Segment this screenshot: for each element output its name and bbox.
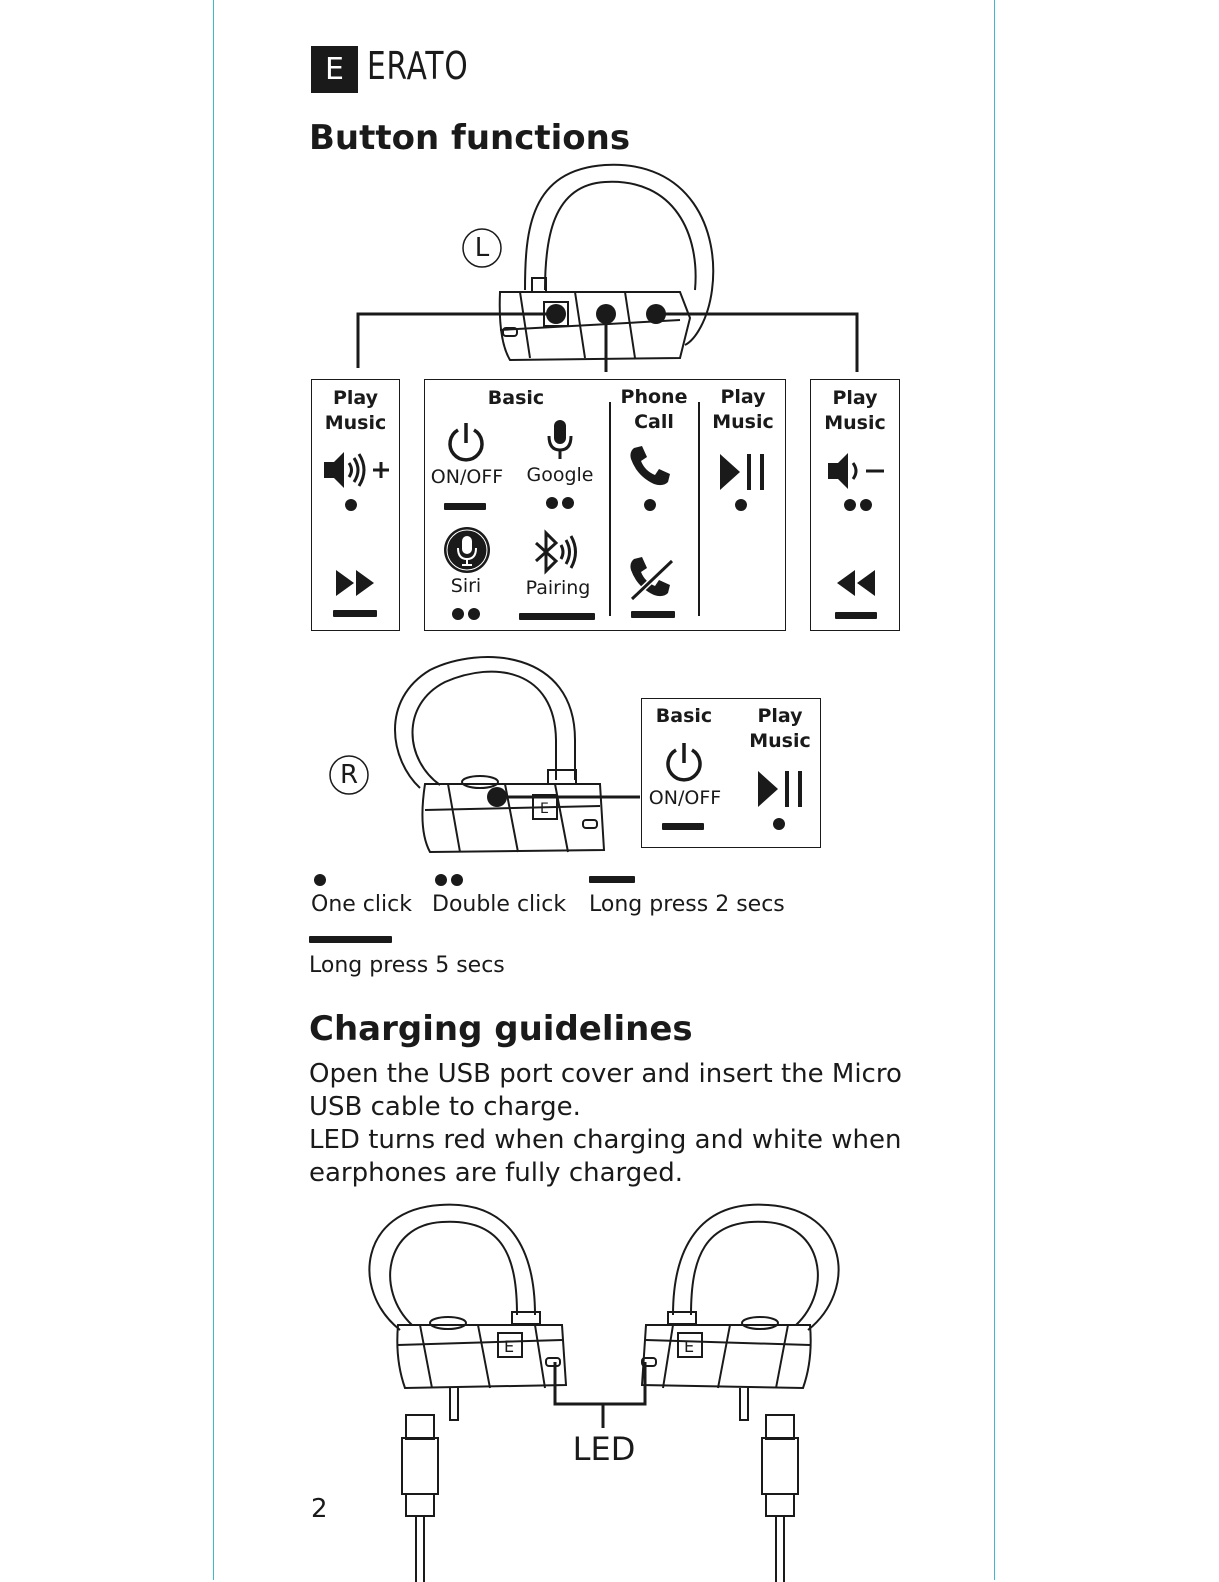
legend-one-click-dot	[314, 874, 326, 886]
long-press-bar	[631, 611, 675, 618]
r-play-music-title: Play Music	[749, 705, 811, 752]
rewind-icon	[837, 570, 875, 596]
pairing-label: Pairing	[525, 577, 591, 599]
legend-long-press-5-bar	[309, 936, 392, 943]
one-click-dot	[644, 499, 656, 511]
power-icon	[448, 423, 484, 462]
r-on-off-label: ON/OFF	[648, 787, 722, 809]
left-button-box	[311, 379, 400, 631]
legend-double-click-dot	[435, 874, 447, 886]
svg-text:E: E	[540, 801, 549, 817]
phone-call-title: Phone Call	[620, 386, 688, 433]
logo-letter: E	[325, 52, 344, 87]
legend-one-click: One click	[311, 892, 412, 917]
volume-down-icon	[828, 453, 884, 489]
double-click-dot	[546, 497, 558, 509]
charging-paragraph-2: LED turns red when charging and white wh…	[309, 1125, 902, 1188]
legend-double-click-dot	[451, 874, 463, 886]
fast-forward-icon	[336, 570, 374, 596]
one-click-dot	[773, 818, 785, 830]
button-functions-heading: Button functions	[309, 118, 631, 158]
logo-wordmark: ERATO	[367, 44, 469, 88]
charging-text: Open the USB port cover and insert the M…	[309, 1058, 949, 1190]
r-basic-title: Basic	[655, 705, 713, 727]
center-button-box	[424, 379, 786, 631]
right-side-label: R	[339, 760, 359, 790]
play-pause-icon	[758, 771, 802, 807]
charging-paragraph-1: Open the USB port cover and insert the M…	[309, 1059, 902, 1122]
left-side-label: L	[474, 233, 490, 263]
led-label: LED	[572, 1430, 636, 1468]
divider	[698, 402, 700, 616]
phone-reject-icon	[629, 557, 675, 602]
double-click-dot	[860, 499, 872, 511]
one-click-dot	[735, 499, 747, 511]
svg-text:E: E	[504, 1337, 514, 1356]
play-pause-icon	[720, 454, 764, 490]
one-click-dot	[345, 499, 357, 511]
google-label: Google	[526, 464, 594, 486]
right-button-box	[810, 379, 900, 631]
legend-long-press-2: Long press 2 secs	[589, 892, 785, 917]
long-press-bar	[333, 610, 377, 617]
double-click-dot	[844, 499, 856, 511]
double-click-dot	[468, 608, 480, 620]
long-press-bar	[662, 823, 704, 830]
double-click-dot	[562, 497, 574, 509]
siri-icon	[444, 527, 490, 573]
bluetooth-pairing-icon	[534, 529, 577, 575]
long-press-bar	[444, 503, 486, 510]
basic-title: Basic	[487, 387, 545, 409]
double-click-dot	[452, 608, 464, 620]
on-off-label: ON/OFF	[430, 466, 504, 488]
long-press-bar	[835, 612, 877, 619]
right-earbud-button-box	[641, 698, 821, 848]
page-number: 2	[311, 1494, 328, 1524]
siri-label: Siri	[450, 575, 482, 597]
legend-double-click: Double click	[432, 892, 567, 917]
long-press-5-bar	[519, 613, 595, 620]
svg-text:E: E	[684, 1337, 694, 1356]
legend-long-press-2-bar	[589, 876, 635, 883]
power-icon	[666, 743, 702, 782]
play-music-title: Play Music	[712, 386, 774, 433]
page-border	[213, 0, 995, 1580]
charging-heading: Charging guidelines	[309, 1009, 693, 1049]
left-box-title: Play Music	[324, 387, 387, 434]
phone-answer-icon	[630, 446, 670, 486]
logo-mark: E	[311, 46, 358, 93]
divider	[609, 402, 611, 616]
microphone-icon	[547, 420, 573, 459]
legend-long-press-5: Long press 5 secs	[309, 953, 505, 978]
right-box-title: Play Music	[824, 387, 886, 434]
volume-up-icon	[324, 452, 389, 488]
